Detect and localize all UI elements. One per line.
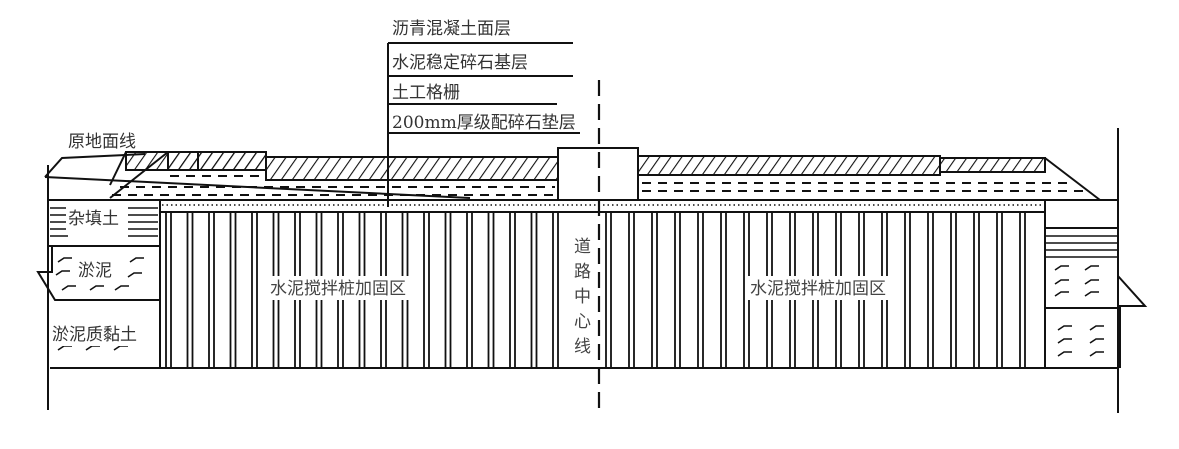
centerline-char: 道	[574, 237, 591, 257]
label-cement-base-layer: 水泥稳定碎石基层	[392, 53, 528, 73]
label-silt: 淤泥	[78, 261, 112, 281]
centerline-char: 中	[574, 287, 591, 307]
layer-leader-lines	[387, 42, 580, 207]
left-soil-strata	[36, 207, 160, 351]
label-original-ground-line: 原地面线	[68, 132, 136, 152]
cement-base-layer	[112, 175, 1085, 196]
label-geogrid: 土工格栅	[392, 83, 460, 103]
label-asphalt-layer: 沥青混凝土面层	[392, 19, 511, 39]
original-ground-line	[44, 153, 471, 199]
silt-symbols	[1054, 265, 1104, 357]
label-pile-zone-right: 水泥搅拌桩加固区	[750, 279, 886, 299]
centerline-char: 心	[574, 312, 591, 332]
centerline-char: 线	[574, 337, 591, 357]
label-pile-zone-left: 水泥搅拌桩加固区	[270, 279, 406, 299]
asphalt-layer	[109, 151, 1101, 201]
label-road-centerline: 道 路 中 心 线	[574, 237, 591, 357]
label-cushion-layer: 200mm厚级配碎石垫层	[392, 113, 576, 133]
label-silty-clay: 淤泥质黏土	[52, 325, 137, 345]
label-fill-soil: 杂填土	[68, 209, 119, 229]
centerline-char: 路	[574, 262, 591, 282]
cushion-layer	[159, 199, 1046, 213]
right-soil-strata	[1045, 227, 1148, 368]
